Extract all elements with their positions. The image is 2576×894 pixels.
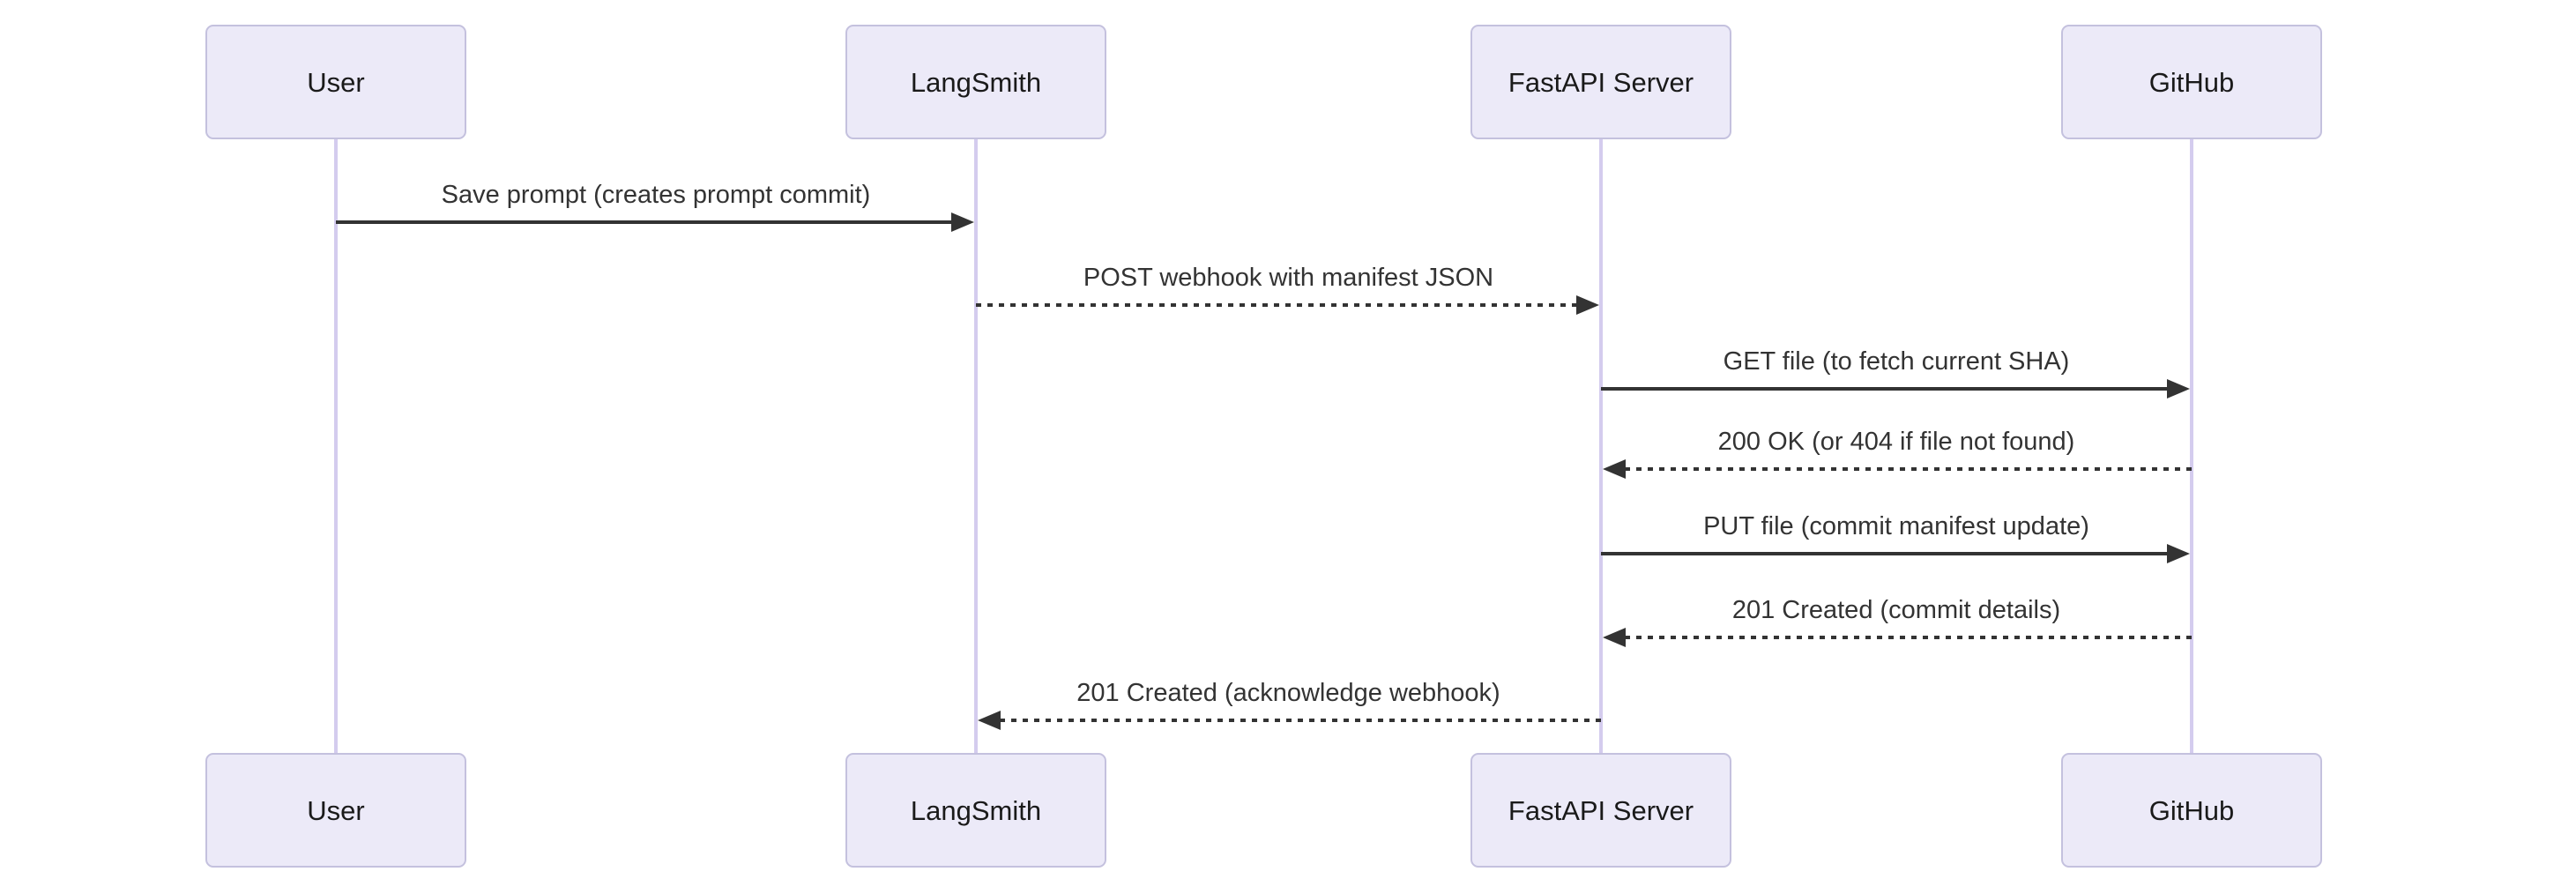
- message-label: 201 Created (commit details): [1732, 596, 2060, 624]
- message-arrowhead: [2167, 544, 2190, 563]
- message-label: 201 Created (acknowledge webhook): [1076, 679, 1500, 707]
- actor-label-user-bottom: User: [307, 795, 364, 826]
- message-label: 200 OK (or 404 if file not found): [1718, 428, 2075, 456]
- actor-box-github-top: [2061, 25, 2322, 139]
- message-arrowhead: [1576, 295, 1599, 315]
- actor-label-fastapi-bottom: FastAPI Server: [1508, 795, 1694, 826]
- actor-box-user-top: [205, 25, 466, 139]
- message-arrowhead: [978, 711, 1001, 730]
- message-arrowhead: [2167, 379, 2190, 399]
- actor-label-user-top: User: [307, 67, 364, 98]
- actor-box-user-bottom: [205, 753, 466, 868]
- actor-box-langsmith-bottom: [845, 753, 1106, 868]
- actor-label-langsmith-bottom: LangSmith: [911, 795, 1041, 826]
- message-label: POST webhook with manifest JSON: [1083, 264, 1493, 292]
- message-label: Save prompt (creates prompt commit): [442, 181, 871, 209]
- message-arrowhead: [951, 212, 974, 232]
- message-label: PUT file (commit manifest update): [1703, 512, 2089, 540]
- actor-box-fastapi-bottom: [1470, 753, 1731, 868]
- actor-label-github-bottom: GitHub: [2149, 795, 2234, 826]
- message-label: GET file (to fetch current SHA): [1724, 347, 2070, 376]
- actor-label-langsmith-top: LangSmith: [911, 67, 1041, 98]
- message-arrowhead: [1603, 459, 1626, 479]
- actor-box-fastapi-top: [1470, 25, 1731, 139]
- actor-label-github-top: GitHub: [2149, 67, 2234, 98]
- actor-label-fastapi-top: FastAPI Server: [1508, 67, 1694, 98]
- actor-box-langsmith-top: [845, 25, 1106, 139]
- message-arrowhead: [1603, 628, 1626, 647]
- actor-box-github-bottom: [2061, 753, 2322, 868]
